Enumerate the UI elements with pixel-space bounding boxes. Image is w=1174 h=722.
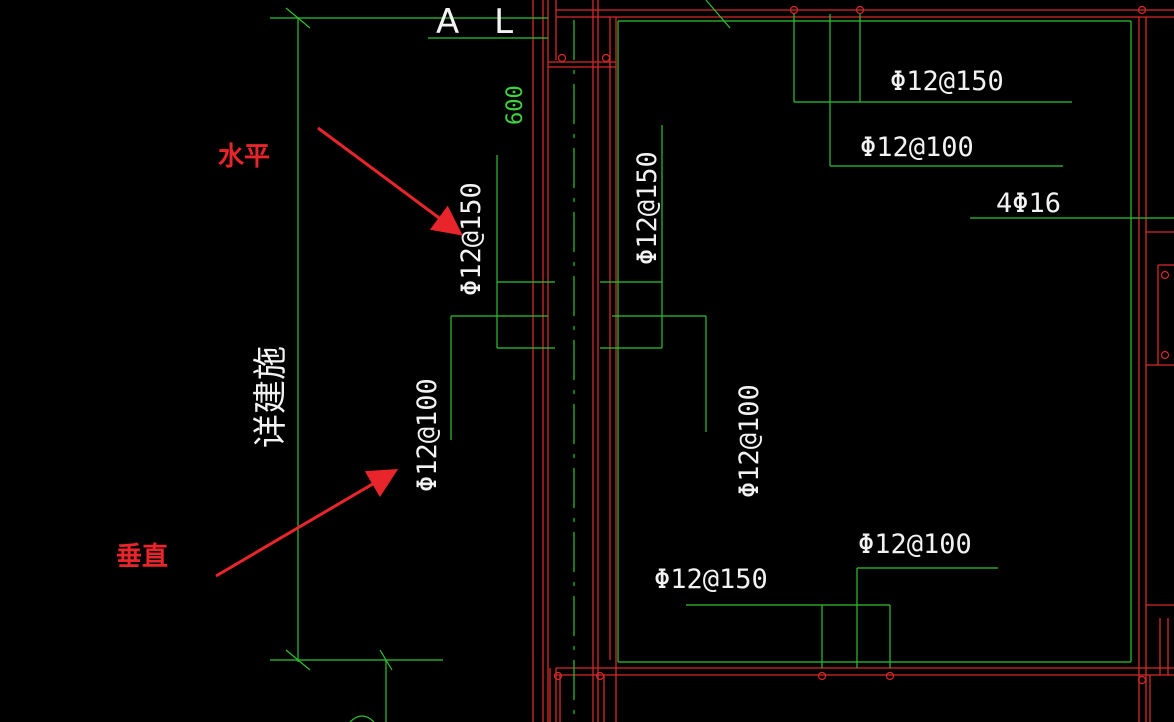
rebar-label-mid-wall-lower: Φ12@100 — [734, 384, 765, 498]
dimension-label: 600 — [503, 85, 528, 125]
rebar-label-bottom-2: Φ12@150 — [654, 564, 768, 595]
red-structure-lines — [532, 0, 1174, 722]
vertical-note-label: 详建施 — [251, 346, 291, 448]
annotation-horizontal: 水平 — [218, 142, 270, 172]
rebar-label-top-3: 4Φ16 — [996, 188, 1061, 219]
axis-label: A L — [436, 2, 525, 42]
rebar-label-mid-wall-upper: Φ12@150 — [632, 151, 663, 265]
rebar-label-bottom-1: Φ12@100 — [858, 529, 972, 560]
rebar-label-top-2: Φ12@100 — [860, 132, 974, 163]
annotation-vertical: 垂直 — [116, 542, 168, 572]
rebar-label-top-1: Φ12@150 — [890, 66, 1004, 97]
rebar-label-left-wall-lower: Φ12@100 — [412, 378, 443, 492]
rebar-label-left-wall-upper: Φ12@150 — [456, 182, 487, 296]
annotation-vertical-arrow — [215, 468, 399, 578]
annotation-horizontal-arrow — [317, 126, 463, 236]
green-rebar-lines — [270, 0, 1174, 722]
red-rebar-dots — [553, 5, 1170, 685]
